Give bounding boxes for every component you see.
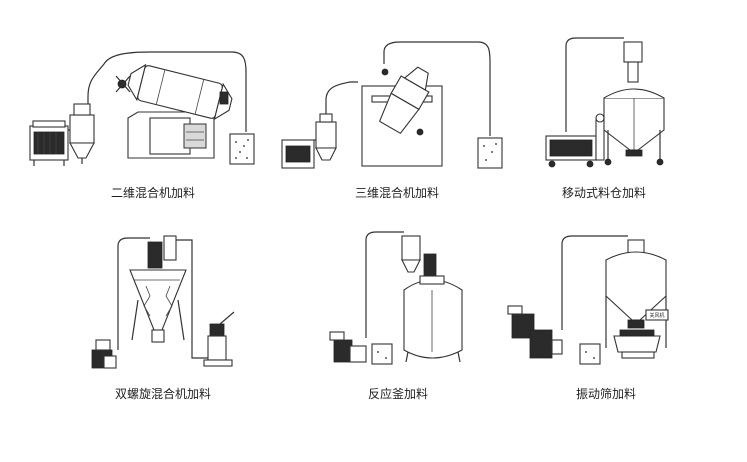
panel-vibrating-sieve [507,235,669,365]
panel-3d-mixer [281,41,503,169]
pipe-3 [565,37,624,132]
reactor-vessel [401,235,463,363]
mixer-2d [115,63,233,159]
caption-reactor: 反应釜加料 [368,386,428,401]
material-barrel-5 [371,343,393,365]
material-barrel-6 [579,343,601,365]
vacuum-unit-4 [91,339,117,369]
pipe-5 [365,231,404,338]
pipe-2b [383,41,491,136]
pipe-1 [87,51,247,132]
screw-mixer [129,235,187,343]
vacuum-unit-3 [545,113,605,168]
panel-reactor [329,231,463,365]
caption-2d-mixer: 二维混合机加料 [111,185,195,200]
captions: 二维混合机加料 三维混合机加料 移动式料仓加料 双螺旋混合机加料 反应釜加料 振… [111,185,665,401]
mixer-3d [361,66,443,167]
material-barrel-2 [477,137,503,169]
vacuum-unit-2 [281,113,337,169]
vacuum-unit-5 [329,331,367,363]
panel-mobile-silo [545,37,665,168]
pipe-4 [117,237,150,350]
panel-double-screw-mixer [91,235,235,369]
caption-double-screw-mixer: 双螺旋混合机加料 [115,386,211,401]
silo-3 [603,41,665,166]
caption-3d-mixer: 三维混合机加料 [355,185,439,200]
vacuum-unit-6 [507,305,563,359]
feeder-4 [203,311,235,367]
pipe-2 [325,81,358,114]
caption-vibrating-sieve: 振动筛加料 [576,386,636,401]
caption-mobile-silo: 移动式料仓加料 [562,186,646,200]
vacuum-unit-1 [29,103,95,166]
pipe-6 [561,235,628,330]
pipe-4b [176,239,212,359]
silo-6 [605,239,669,359]
tag-rotary-valve: 关风机 [649,312,664,319]
material-barrel-1 [229,133,255,165]
panel-2d-mixer [29,51,255,166]
